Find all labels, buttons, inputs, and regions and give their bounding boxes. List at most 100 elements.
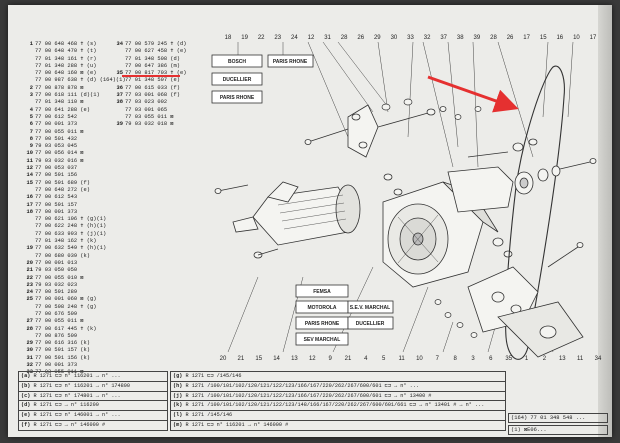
- callout-number: 17: [523, 35, 530, 41]
- footer-note-row: (d) R 1271 ⊏⊐ → n° 116200: [18, 400, 168, 411]
- footer-note-text: R 1271 ⊏⊐ n° 174801 → n° ...: [33, 392, 121, 399]
- parts-list-row: 77 01 348 162 ✝ (k): [22, 238, 126, 245]
- brand-label-paris-rhone-2: PARIS RHONE: [273, 59, 308, 65]
- part-ref-number: 11: [26, 157, 33, 164]
- part-ref-number: 16: [26, 194, 33, 201]
- part-number: 77 00 621 106 ✝ (g)(1): [35, 216, 107, 223]
- part-number: 77 00 878 878 ⊠: [35, 84, 84, 91]
- footer-note-key: (d): [21, 402, 31, 409]
- part-number: 77 00 627 458 ✝ (e): [125, 48, 187, 55]
- callout-number: 33: [407, 35, 414, 41]
- footer-note-text: R 1271 ⊏⊐ /145/146: [185, 373, 242, 379]
- parts-list-row: 77 00 987 638 ✝ (d) (164)(1): [22, 77, 126, 84]
- brand-label-motorola: MOTOROLA: [307, 305, 336, 311]
- part-number: 77 00 056 014 ⊠: [35, 150, 84, 157]
- callout-number: 28: [490, 35, 497, 41]
- footer-note-key: (g): [173, 373, 183, 379]
- callout-number: 13: [291, 356, 298, 362]
- part-number: 77 00 591 689 (f): [35, 179, 90, 186]
- parts-list-row: 77 00 648 470 ✝ (t): [22, 48, 126, 55]
- callout-number: 15: [255, 356, 262, 362]
- part-ref-number: 23: [26, 281, 33, 288]
- callout-number: 21: [345, 356, 352, 362]
- part-number: 77 00 876 509: [35, 332, 78, 339]
- callout-number: 15: [540, 35, 547, 41]
- callout-number: 20: [220, 356, 227, 362]
- part-number: 77 00 632 549 ✝ (h)(1): [35, 245, 107, 252]
- callout-number: 24: [291, 35, 298, 41]
- callout-number: 6: [489, 356, 493, 362]
- callout-number: 23: [274, 35, 281, 41]
- footer-note-text: R 1271 /145/146: [185, 412, 233, 419]
- part-ref-number: 10: [26, 150, 33, 157]
- part-ref-number: 15: [26, 179, 33, 186]
- part-number: 77 00 647 386 (m): [125, 62, 180, 69]
- callout-number: 12: [308, 35, 315, 41]
- part-ref-number: 38: [116, 99, 123, 106]
- footer-note-row: (j) R 1271 /100/101/102/120/121/122/123/…: [170, 390, 506, 401]
- footer-note-row: (c) R 1271 ⊏⊐ n° 174801 → n° ...: [18, 390, 168, 401]
- part-number: 77 00 612 542: [35, 113, 78, 120]
- part-ref-number: 35: [116, 70, 123, 77]
- parts-list-row: 77 00 648 160 ⊠ (e): [22, 70, 126, 77]
- footer-note-row: (k) R 1271 /100/101/102/120/121/122/123/…: [170, 400, 506, 411]
- callout-number: 28: [341, 35, 348, 41]
- callout-number: 32: [424, 35, 431, 41]
- part-ref-number: 21: [26, 267, 33, 274]
- part-number: 77 03 023 002: [125, 99, 168, 106]
- part-number: 77 00 591 156: [35, 172, 78, 179]
- callout-number: 2: [543, 356, 547, 362]
- part-number: 77 00 591 289: [35, 289, 78, 296]
- part-number: 77 00 648 470 ✝ (t): [35, 48, 97, 55]
- footer-note-row: (h) R 1271 /100/101/102/120/121/122/123/…: [170, 380, 506, 391]
- callout-number: 11: [577, 356, 584, 362]
- footer-notes-middle: (g) R 1271 ⊏⊐ /145/146(h) R 1271 /100/10…: [170, 371, 506, 431]
- part-number: 77 00 579 245 ✝ (d): [125, 41, 187, 47]
- callout-number: 37: [440, 35, 447, 41]
- part-ref-number: 27: [26, 318, 33, 325]
- part-ref-number: 36: [116, 84, 123, 91]
- callout-number: 12: [309, 356, 316, 362]
- parts-list-row: 77 00 622 248 ✝ (h)(1): [22, 223, 126, 230]
- part-ref-number: 5: [29, 113, 33, 120]
- part-number: 77 00 616 316 (k): [35, 340, 90, 347]
- part-ref-number: 22: [26, 274, 33, 281]
- footer-note-row: (g) R 1271 ⊏⊐ /145/146: [170, 371, 506, 381]
- footer-note-text: R 1271 ⊏⊐ n° 146001 → n° ...: [33, 412, 121, 419]
- footer-note-key: (c): [21, 392, 31, 399]
- part-number: 77 01 348 508 (d): [125, 55, 180, 62]
- parts-list-row: 77 00 680 039 (k): [22, 253, 126, 260]
- part-ref-number: 31: [26, 354, 33, 361]
- page-spine-shadow: [598, 5, 612, 437]
- callout-number: 16: [556, 35, 563, 41]
- part-number: 77 03 001 068 (f): [125, 92, 180, 99]
- footer-note-key: (m): [173, 421, 183, 428]
- footer-notes-right: (164) 77 01 348 548 ... (1) ⊠E06...: [508, 413, 608, 437]
- part-number: 77 00 055 011 ⊠: [35, 318, 84, 325]
- parts-list-row: 77 01 348 507 (e): [112, 77, 186, 84]
- part-number: 77 00 618 111 (d)(1): [35, 92, 100, 99]
- part-ref-number: 1: [29, 41, 33, 47]
- part-number: 77 00 053 037: [35, 165, 78, 172]
- callout-number: 19: [241, 35, 248, 41]
- brand-label-femsa: FEMSA: [313, 289, 331, 295]
